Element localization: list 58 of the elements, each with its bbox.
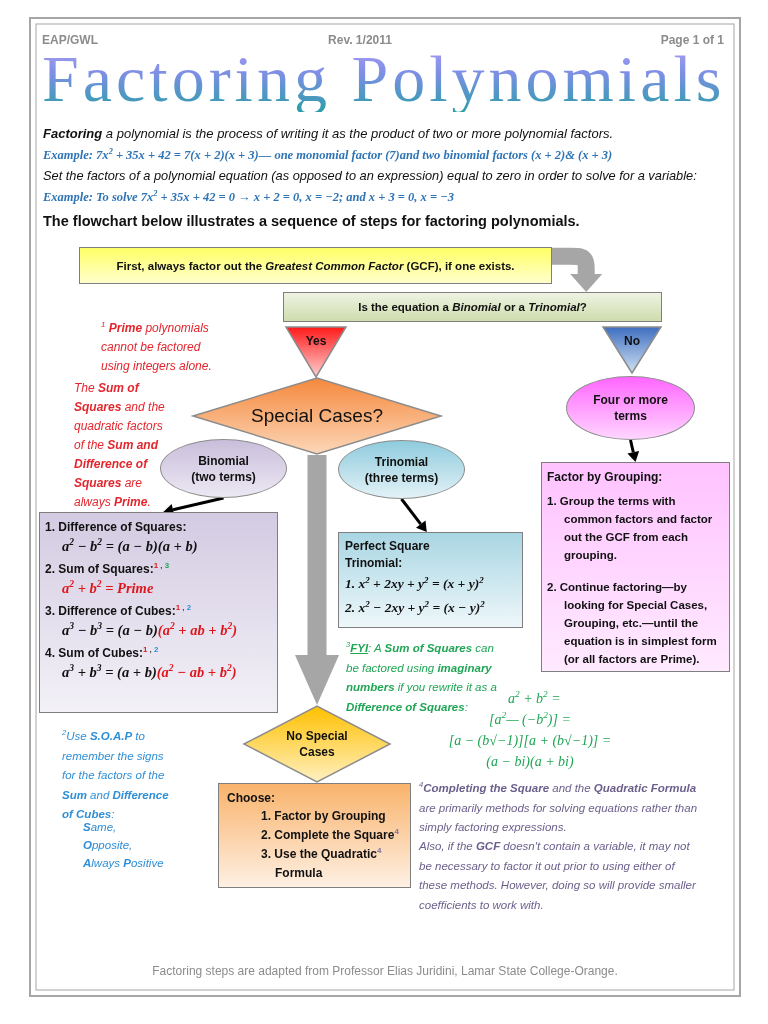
process-box — [338, 532, 523, 628]
intro-text: Set the factors of a polynomial equation (as opposed to an expression) equal to zero in order to solve for a variable: — [43, 168, 697, 183]
process-box — [541, 462, 730, 672]
note-text: The Sum of Squares and the quadratic factors of the Sum and Difference of Squares are always Prime. — [74, 381, 165, 509]
mnemonic-text: Opposite, — [83, 839, 133, 851]
formula: a$^{3}$ − b$^{3}$ = (a − b) — [62, 622, 158, 638]
formula: a$^{2}$ + b$^{2}$ = — [508, 691, 561, 706]
note-text: Also, if the GCF doesn't contain a variable, it may not be necessary to factor it out prior to using either of these methods. However, doing so will provide smaller coefficients to work with. — [419, 840, 696, 912]
footnote-text: $^{3}$FYI: A Sum of Squares can be factored using imaginary numbers if you rewrite it as a Difference of Squares: — [346, 642, 497, 713]
box-heading: Choose: — [227, 790, 275, 807]
lead-text: The flowchart below illustrates a sequence of steps for factoring polynomials. — [43, 213, 580, 229]
box-heading: 1. Difference of Squares: — [45, 519, 187, 536]
mnemonic-text: Always Positive — [83, 857, 164, 869]
box-heading: Perfect Square Trinomial: — [345, 538, 431, 572]
box-heading: Factor by Grouping: — [547, 469, 663, 486]
shape-label: Yes — [305, 333, 327, 349]
example-text: Example: 7x$^{2}$ + 35x + 42 = 7(x + 2)(x + 3)— one monomial factor (7)and two binomial factors (x + 2)& (x + 3) — [43, 148, 613, 162]
shape-label: No Special Cases — [285, 728, 349, 760]
decision-triangle — [602, 326, 662, 374]
formula: (a − bi)(a + bi) — [486, 754, 574, 769]
formula: 2. x$^{2}$ − 2xy + y$^{2}$ = (x − y)$^{2}$ — [345, 597, 485, 617]
box-text: First, always factor out the Greatest Common Factor (GCF), if one exists. — [116, 259, 515, 272]
process-box — [283, 292, 662, 322]
example-text: Example: To solve 7x$^{2}$ + 35x + 42 = 0 → x + 2 = 0, x = −2; and x + 3 = 0, x = −3 — [43, 190, 455, 204]
list-item: 3. Use the Quadratic$^{4}$ Formula — [261, 845, 383, 882]
formula: [a$^{2}$— (−b$^{2}$)] = — [489, 712, 571, 727]
header-text: EAP/GWL — [42, 33, 98, 47]
footer-credit: Factoring steps are adapted from Professor Elias Juridini, Lamar State College-Orange. — [152, 964, 618, 978]
process-box — [39, 512, 278, 713]
process-box — [218, 783, 411, 888]
list-item: 2. Complete the Square$^{4}$ — [261, 826, 399, 844]
formula: (a$^{2}$ − ab + b$^{2}$) — [156, 664, 237, 680]
arrow — [400, 498, 427, 532]
list-item: 2. Continue factoring—by looking for Special Cases, Grouping, etc.—until the equation is in simplest form (or all factors are Prime). — [547, 580, 718, 667]
formula: (a$^{2}$ + ab + b$^{2}$) — [157, 622, 238, 638]
shape-label: Binomial (two terms) — [190, 452, 257, 485]
process-box — [79, 247, 552, 284]
footnote-text: $^{4}$Completing the Square and the Quadratic Formula are primarily methods for solving equations rather than simply factoring expressions. — [419, 782, 698, 834]
shape-label: Special Cases? — [251, 405, 383, 427]
box-text: Is the equation a Binomial or a Trinomial? — [358, 301, 587, 313]
decision-triangle — [285, 326, 347, 378]
formula: [a − (b√−1)][a + (b√−1)] = — [448, 733, 612, 748]
shape-label: No — [624, 333, 640, 349]
formula: a$^{3}$ + b$^{3}$ = (a + b) — [62, 664, 157, 680]
formula: 1. x$^{2}$ + 2xy + y$^{2}$ = (x + y)$^{2}$ — [345, 573, 484, 593]
mnemonic-text: Same, — [83, 821, 117, 833]
formula: a$^{2}$ − b$^{2}$ = (a − b)(a + b) — [62, 536, 198, 556]
arrow — [627, 439, 640, 462]
list-item: 1. Group the terms with common factors and factor out the GCF from each grouping. — [547, 494, 714, 563]
footnote-text: $^{2}$Use S.O.A.P to remember the signs for the factors of the Sum and Difference of Cubes: — [62, 730, 169, 820]
header-text: Page 1 of 1 — [660, 33, 724, 47]
list-item: 1. Factor by Grouping — [261, 808, 386, 825]
header-text: Rev. 1/2011 — [328, 33, 392, 47]
shape-label: Four or more terms — [592, 392, 669, 424]
footnote-text: $^{1}$ Prime polynomials cannot be factored using integers alone. — [101, 321, 212, 373]
shape-label: Trinomial (three terms) — [363, 453, 440, 486]
intro-text: Factoring a polynomial is the process of writing it as the product of two or more polynomial factors. — [43, 126, 614, 141]
formula: a$^{2}$ + b$^{2}$ = Prime — [62, 578, 154, 598]
